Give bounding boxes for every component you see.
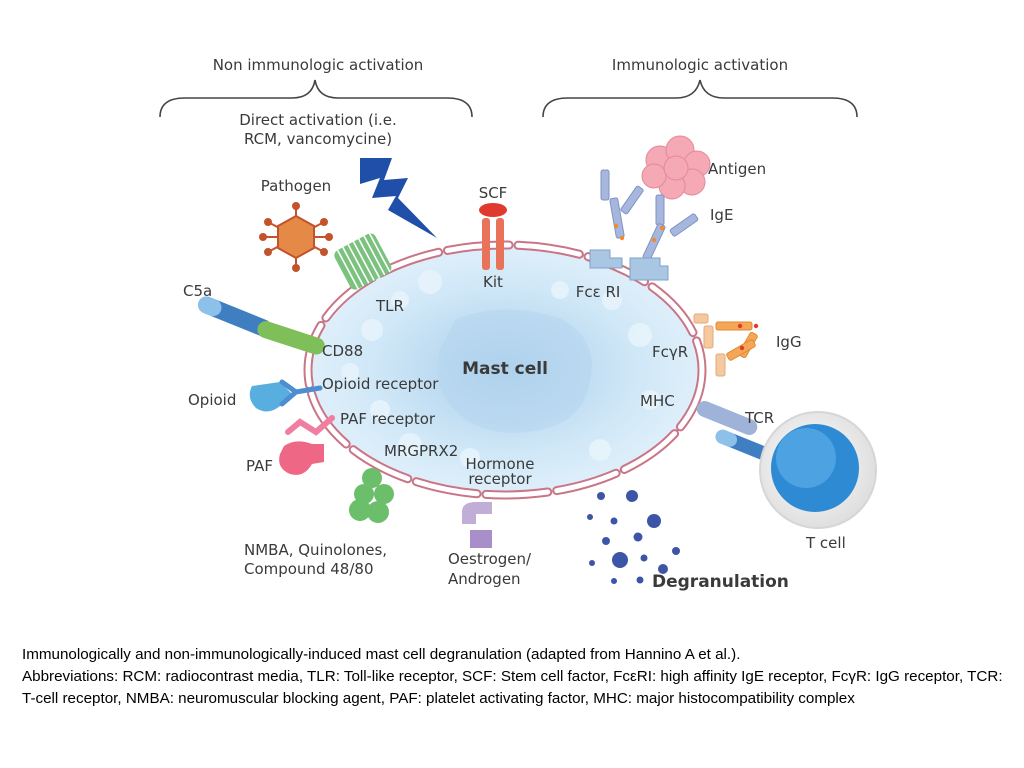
fce-ri-label: Fcε RI	[576, 283, 621, 301]
mast-cell-membrane-inner	[305, 242, 705, 498]
direct-activation-label-1: Direct activation (i.e.	[239, 111, 397, 129]
antigen-icon	[641, 135, 711, 200]
nmba-label-2: Compound 48/80	[244, 560, 374, 578]
hormone-receptor-label-1: Hormone	[466, 455, 535, 473]
group-label-immunologic: Immunologic activation	[612, 56, 788, 74]
igg-antibody-marks	[737, 323, 759, 351]
mast-cell-label: Mast cell	[462, 359, 548, 379]
lightning-bolt-icon	[360, 158, 437, 238]
hormone-receptor-icon	[462, 502, 492, 548]
scf-label: SCF	[479, 184, 508, 202]
kit-receptor-right	[496, 218, 504, 270]
opioid-receptor-label: Opioid receptor	[322, 375, 439, 393]
caption-line-2: Abbreviations: RCM: radiocontrast media,…	[22, 668, 1003, 707]
c5a-label: C5a	[183, 282, 212, 300]
kit-receptor-left	[482, 218, 490, 270]
pathogen-label: Pathogen	[261, 177, 331, 195]
mast-cell-diagram: Non immunologic activation Immunologic a…	[159, 56, 877, 592]
mast-cell-nucleus	[437, 309, 592, 433]
brace-non-immunologic	[159, 79, 473, 118]
paf-label: PAF	[246, 457, 273, 475]
mrgprx2-label: MRGPRX2	[384, 442, 458, 460]
igg-antibody-icon	[715, 321, 758, 361]
opioid-label: Opioid	[188, 391, 236, 409]
cd88-receptor-icon	[257, 321, 325, 355]
mhc-label: MHC	[640, 392, 675, 410]
paf-receptor-icon	[285, 415, 335, 436]
fcgr-receptor-icon	[693, 313, 726, 377]
virus-icon	[259, 202, 333, 272]
kit-label: Kit	[483, 273, 503, 291]
oestrogen-label-2: Androgen	[448, 570, 521, 588]
direct-activation-label-2: RCM, vancomycine)	[244, 130, 392, 148]
degranulation-label: Degranulation	[652, 572, 789, 592]
mhc-tcr-complex-icon	[696, 401, 771, 461]
paf-receptor-label: PAF receptor	[340, 410, 436, 428]
caption-line-1: Immunologically and non-immunologically-…	[22, 646, 741, 663]
tcr-label: TCR	[744, 409, 774, 427]
igg-label: IgG	[776, 333, 802, 351]
opioid-receptor-icon	[279, 379, 323, 407]
t-cell-label: T cell	[805, 534, 846, 552]
cd88-label: CD88	[322, 342, 363, 360]
mrgprx2-receptor-icon	[349, 468, 394, 523]
brace-immunologic	[542, 79, 858, 118]
ige-antibody-marks	[613, 223, 665, 243]
nmba-label-1: NMBA, Quinolones,	[244, 541, 387, 559]
fcgr-label: FcγR	[652, 343, 688, 361]
tlr-receptor-icon	[334, 232, 392, 290]
t-cell-nucleus-highlight	[776, 428, 836, 488]
paf-ligand-icon	[279, 441, 324, 475]
degranulation-granules	[587, 490, 680, 584]
fce-ri-receptor-icon	[589, 249, 669, 281]
oestrogen-label-1: Oestrogen/	[448, 550, 532, 568]
hormone-receptor-label-2: receptor	[468, 470, 532, 488]
c5a-ligand-icon	[198, 296, 272, 337]
ige-label: IgE	[710, 206, 733, 224]
scf-ligand-icon	[479, 203, 507, 217]
tlr-label: TLR	[375, 297, 404, 315]
figure-caption: Immunologically and non-immunologically-…	[22, 644, 1012, 710]
group-label-non-immunologic: Non immunologic activation	[213, 56, 424, 74]
cell-cytoplasm-granules	[341, 270, 660, 468]
antigen-label: Antigen	[708, 160, 766, 178]
